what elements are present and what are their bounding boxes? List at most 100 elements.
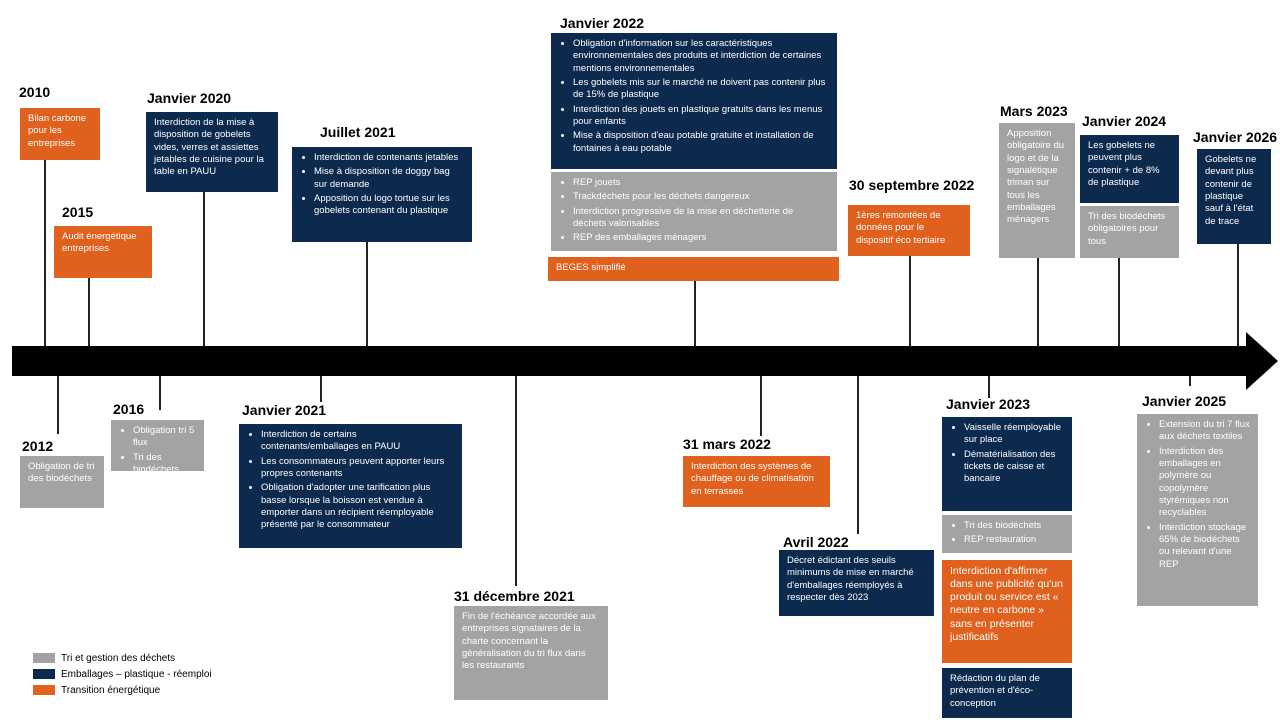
- connector-mar2022: [760, 376, 762, 436]
- event-box-jan2023-emballages: Vaisselle réemployable sur place Dématér…: [942, 417, 1072, 511]
- event-box-2015: Audit énergétique entreprises: [54, 226, 152, 278]
- legend-item-emballages: Emballages – plastique - réemploi: [33, 666, 212, 682]
- connector-mar2023: [1037, 258, 1039, 346]
- event-text: Gobelets ne devant plus contenir de plas…: [1205, 154, 1257, 227]
- date-2012: 2012: [22, 438, 54, 454]
- timeline-axis: [12, 346, 1248, 376]
- event-text: Bilan carbone pour les entreprises: [28, 113, 87, 149]
- event-box-jan2023-prevention: Rédaction du plan de prévention et d'éco…: [942, 668, 1072, 718]
- legend-swatch-navy: [33, 669, 55, 679]
- event-box-jan2025: Extension du tri 7 flux aux déchets text…: [1137, 414, 1258, 606]
- date-2016: 2016: [113, 401, 145, 417]
- legend-label: Tri et gestion des déchets: [61, 652, 176, 664]
- list-item: REP jouets: [573, 177, 829, 189]
- connector-2012: [57, 376, 59, 434]
- event-text: Apposition obligatoire du logo et de la …: [1007, 128, 1065, 226]
- date-2015: 2015: [62, 204, 94, 220]
- list-item: Interdiction des jouets en plastique gra…: [573, 104, 829, 129]
- list-item: Mise à disposition de doggy bag sur dema…: [314, 166, 464, 191]
- list-item: Tri des biodéchets: [133, 452, 196, 471]
- list-item: Obligation tri 5 flux: [133, 425, 196, 450]
- legend-item-energie: Transition énergétique: [33, 682, 212, 698]
- event-box-jan2023-energie: Interdiction d'affirmer dans une publici…: [942, 560, 1072, 663]
- list-item: Interdiction de certains contenants/emba…: [261, 429, 454, 454]
- event-box-2012: Obligation de tri des biodéchets: [20, 456, 104, 508]
- connector-jan2024: [1118, 258, 1120, 346]
- connector-jan2025: [1189, 376, 1191, 386]
- date-jan2025: Janvier 2025: [1142, 393, 1227, 409]
- event-text: Les gobelets ne peuvent plus contenir + …: [1088, 140, 1160, 189]
- list-item: Tri des biodéchets: [964, 520, 1064, 532]
- legend-swatch-orange: [33, 685, 55, 695]
- date-jan2026: Janvier 2026: [1193, 129, 1278, 145]
- event-box-mar2023: Apposition obligatoire du logo et de la …: [999, 123, 1075, 258]
- connector-2016: [159, 376, 161, 410]
- list-item: Les gobelets mis sur le marché ne doiven…: [573, 77, 829, 102]
- legend-label: Transition énergétique: [61, 684, 161, 696]
- event-box-dec2021: Fin de l'échéance accordée aux entrepris…: [454, 606, 608, 700]
- event-box-jul2021: Interdiction de contenants jetables Mise…: [292, 147, 472, 242]
- event-box-2010: Bilan carbone pour les entreprises: [20, 108, 100, 160]
- list-item: REP des emballages ménagers: [573, 232, 829, 244]
- date-avr2022: Avril 2022: [783, 534, 849, 550]
- list-item: Trackdéchets pour les déchets dangereux: [573, 191, 829, 203]
- event-text: Obligation de tri des biodéchets: [28, 461, 95, 485]
- legend-item-dechets: Tri et gestion des déchets: [33, 650, 212, 666]
- connector-avr2022: [857, 376, 859, 534]
- connector-jan2021: [320, 376, 322, 402]
- list-item: Mise à disposition d'eau potable gratuit…: [573, 130, 829, 155]
- connector-jul2021: [366, 242, 368, 346]
- date-sep2022: 30 septembre 2022: [849, 177, 975, 193]
- list-item: Obligation d'adopter une tarification pl…: [261, 482, 454, 531]
- connector-jan2020: [203, 192, 205, 346]
- event-text: Audit énergétique entreprises: [62, 231, 137, 255]
- list-item: Vaisselle réemployable sur place: [964, 422, 1064, 447]
- event-box-jan2022-emballages: Obligation d'information sur les caracté…: [551, 33, 837, 169]
- event-text: Interdiction d'affirmer dans une publici…: [950, 565, 1063, 643]
- list-item: Extension du tri 7 flux aux déchets text…: [1159, 419, 1250, 444]
- event-box-jan2026: Gobelets ne devant plus contenir de plas…: [1197, 149, 1271, 244]
- connector-sep2022: [909, 256, 911, 346]
- event-text: Tri des biodéchets obligatoires pour tou…: [1088, 211, 1166, 247]
- connector-dec2021: [515, 376, 517, 586]
- list-item: Interdiction des emballages en polymère …: [1159, 446, 1250, 520]
- connector-jan2022: [694, 281, 696, 346]
- event-text: Interdiction de la mise à disposition de…: [154, 117, 264, 178]
- connector-jan2026: [1237, 244, 1239, 346]
- date-jan2021: Janvier 2021: [242, 402, 327, 418]
- event-box-jan2024-emballages: Les gobelets ne peuvent plus contenir + …: [1080, 135, 1179, 203]
- event-box-jan2024-dechets: Tri des biodéchets obligatoires pour tou…: [1080, 206, 1179, 258]
- list-item: Dématérialisation des tickets de caisse …: [964, 449, 1064, 486]
- connector-2015: [88, 278, 90, 346]
- event-box-jan2023-dechets: Tri des biodéchets REP restauration: [942, 515, 1072, 553]
- date-dec2021: 31 décembre 2021: [454, 588, 575, 604]
- date-jan2023: Janvier 2023: [946, 396, 1031, 412]
- event-box-jan2020: Interdiction de la mise à disposition de…: [146, 112, 278, 192]
- date-jan2020: Janvier 2020: [147, 90, 232, 106]
- event-text: BEGES simplifié: [556, 262, 626, 273]
- list-item: Apposition du logo tortue sur les gobele…: [314, 193, 464, 218]
- list-item: Interdiction progressive de la mise en d…: [573, 206, 829, 231]
- list-item: Interdiction de contenants jetables: [314, 152, 464, 164]
- event-box-mar2022: Interdiction des systèmes de chauffage o…: [683, 456, 830, 507]
- list-item: Les consommateurs peuvent apporter leurs…: [261, 456, 454, 481]
- event-text: Décret édictant des seuils minimums de m…: [787, 555, 914, 604]
- event-text: Interdiction des systèmes de chauffage o…: [691, 461, 814, 497]
- event-box-jan2021: Interdiction de certains contenants/emba…: [239, 424, 462, 548]
- date-jan2022: Janvier 2022: [560, 15, 645, 31]
- legend-swatch-gray: [33, 653, 55, 663]
- date-mar2023: Mars 2023: [1000, 103, 1068, 119]
- legend-label: Emballages – plastique - réemploi: [61, 668, 212, 680]
- date-jan2024: Janvier 2024: [1082, 113, 1167, 129]
- timeline-arrowhead: [1246, 332, 1278, 390]
- legend: Tri et gestion des déchets Emballages – …: [33, 650, 212, 698]
- list-item: Obligation d'information sur les caracté…: [573, 38, 829, 75]
- list-item: Interdiction stockage 65% de biodéchets …: [1159, 522, 1250, 571]
- connector-jan2023: [988, 376, 990, 398]
- date-mar2022: 31 mars 2022: [683, 436, 771, 452]
- date-jul2021: Juillet 2021: [320, 124, 396, 140]
- event-text: 1ères remontées de données pour le dispo…: [856, 210, 946, 246]
- event-box-avr2022: Décret édictant des seuils minimums de m…: [779, 550, 934, 616]
- event-box-jan2022-energie: BEGES simplifié: [548, 257, 839, 281]
- event-box-2016: Obligation tri 5 flux Tri des biodéchets: [111, 420, 204, 471]
